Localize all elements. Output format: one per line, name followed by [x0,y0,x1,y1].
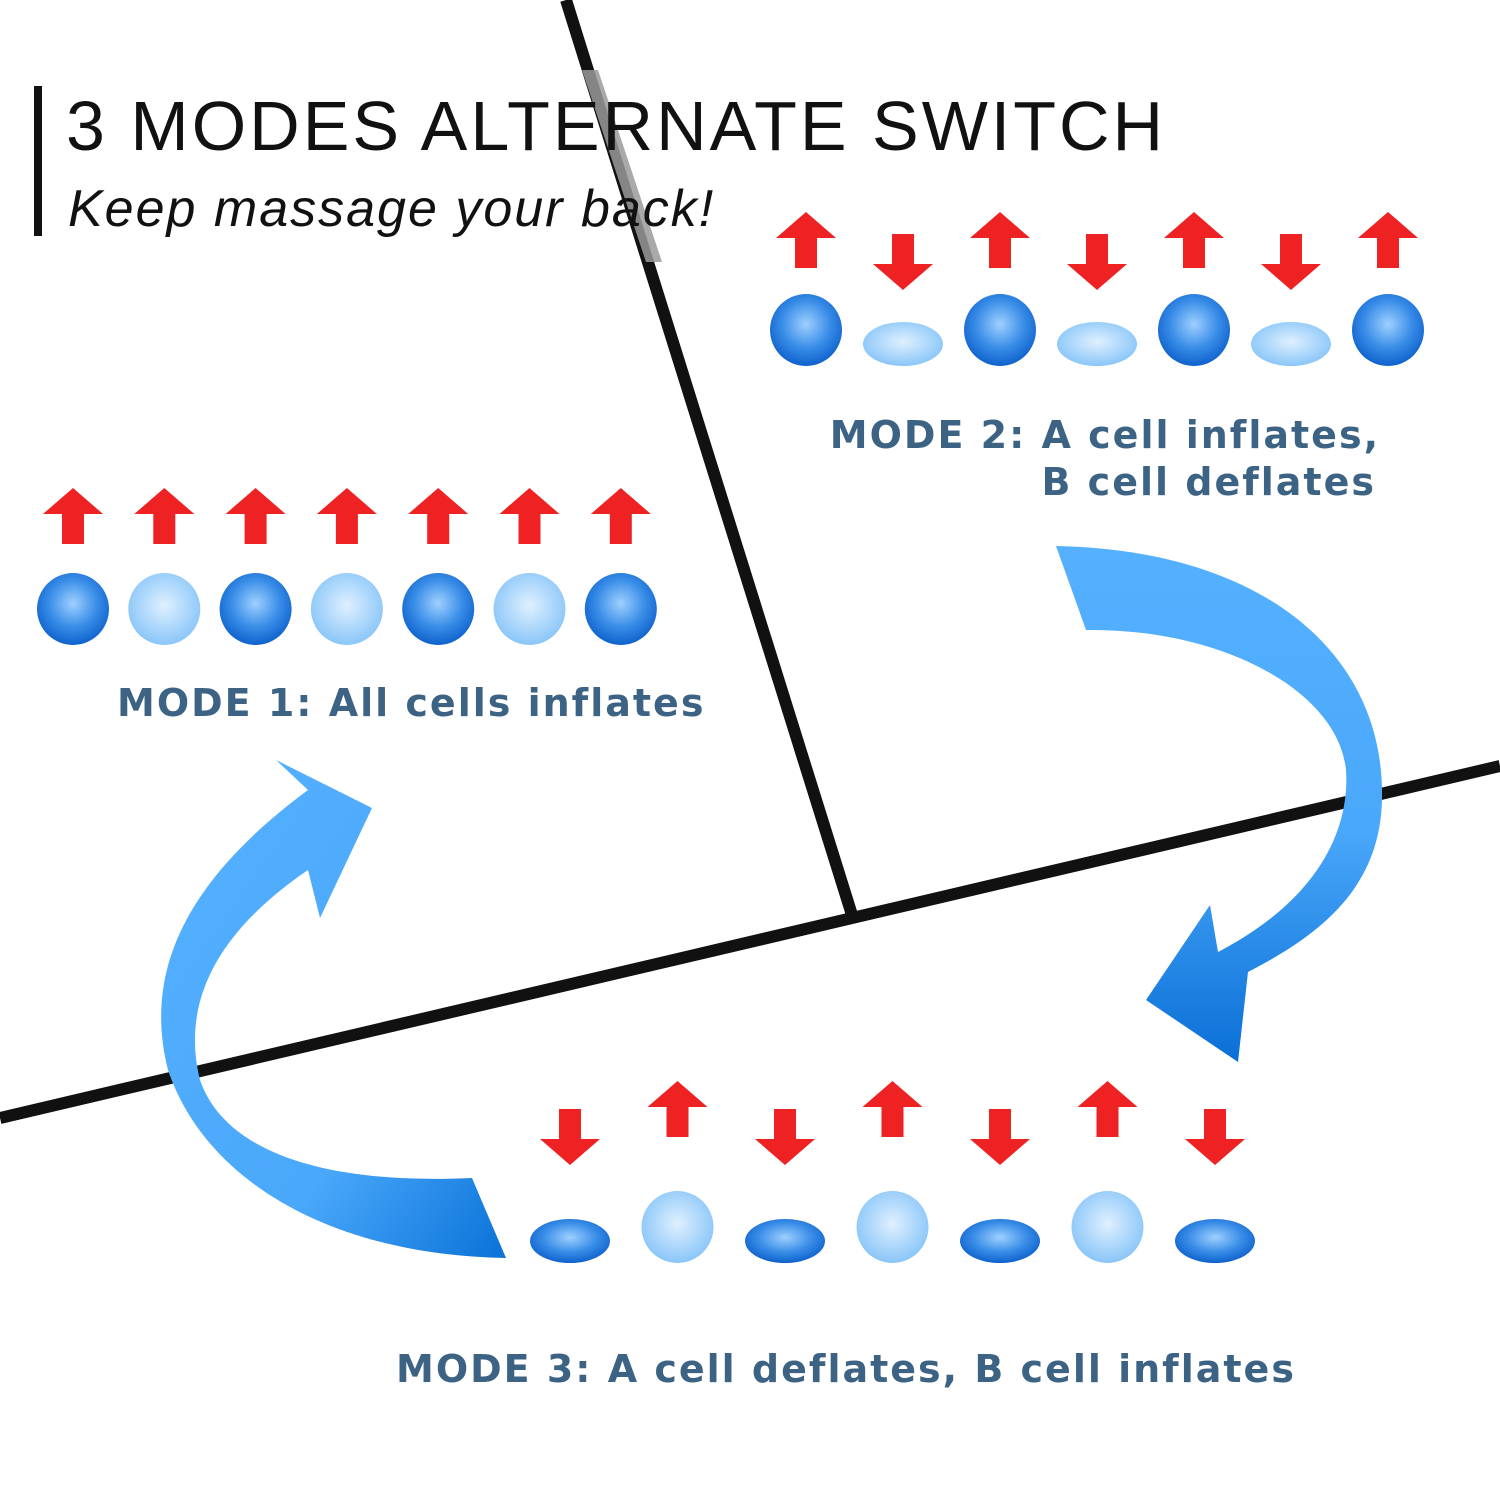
mode-2-cell-4 [1057,322,1137,366]
mode-3-arrow-down-icon [540,1109,600,1165]
flow-arrow-mode2-to-mode3 [1056,546,1383,1062]
divider-line-diagonal [0,760,1500,1124]
mode-2-arrow-up-icon [970,212,1030,268]
mode-3-cell-7 [1175,1219,1255,1263]
mode-1-cell-5 [402,573,475,645]
mode-2-cell-7 [1352,294,1424,366]
mode-2-arrow-up-icon [1358,212,1418,268]
mode-1-cell-1 [37,573,109,645]
mode-2-arrow-down-icon [1261,234,1321,290]
mode-2-arrow-up-icon [1164,212,1224,268]
header-bar [34,86,42,236]
mode-3-arrow-up-icon [1077,1081,1138,1137]
mode-3-arrow-up-icon [862,1081,923,1137]
mode-1-arrow-up-icon [408,488,469,544]
mode-1-cell-3 [219,573,292,645]
mode-1-cell-2 [128,573,201,645]
mode-2-label-line-1: MODE 2: A cell inflates, [830,413,1380,457]
mode-1-cell-4 [310,573,383,645]
page-subtitle: Keep massage your back! [68,180,715,238]
mode-3-cell-2 [641,1191,714,1263]
mode-1-arrow-up-icon [590,488,651,544]
mode-1-arrow-up-icon [316,488,377,544]
page-title: 3 MODES ALTERNATE SWITCH [66,87,1166,165]
mode-3-cell-5 [960,1219,1040,1263]
mode-3-arrow-down-icon [755,1109,815,1165]
mode-3-cell-6 [1071,1191,1144,1263]
mode-2-cell-5 [1158,294,1230,366]
mode-3-arrow-up-icon [647,1081,708,1137]
mode-1-arrow-up-icon [225,488,286,544]
mode-3-cell-1 [530,1219,610,1263]
flow-arrow-mode3-to-mode1 [161,760,506,1258]
mode-2-cell-1 [770,294,842,366]
mode-3-arrow-down-icon [1185,1109,1245,1165]
divider-highlight [582,70,662,262]
mode-2-cell-3 [964,294,1036,366]
mode-2-cell-6 [1251,322,1331,366]
mode-2-arrow-down-icon [873,234,933,290]
mode-1-arrow-up-icon [43,488,103,544]
mode-2-label-line-2: B cell deflates [1041,460,1376,504]
mode-1-label: MODE 1: All cells inflates [117,681,705,725]
mode-2-arrow-down-icon [1067,234,1127,290]
mode-2-cell-2 [863,322,943,366]
mode-1-cell-6 [493,573,566,645]
mode-3-cell-4 [856,1191,929,1263]
mode-2-arrow-up-icon [776,212,836,268]
mode-1-group [37,488,657,645]
mode-3-arrow-down-icon [970,1109,1030,1165]
mode-1-cell-7 [584,573,657,645]
mode-3-label: MODE 3: A cell deflates, B cell inflates [396,1347,1296,1391]
divider-lines [0,0,1500,1124]
mode-3-cell-3 [745,1219,825,1263]
mode-3-group [530,1081,1255,1263]
mode-2-group [770,212,1424,366]
mode-1-arrow-up-icon [499,488,560,544]
mode-1-arrow-up-icon [134,488,195,544]
